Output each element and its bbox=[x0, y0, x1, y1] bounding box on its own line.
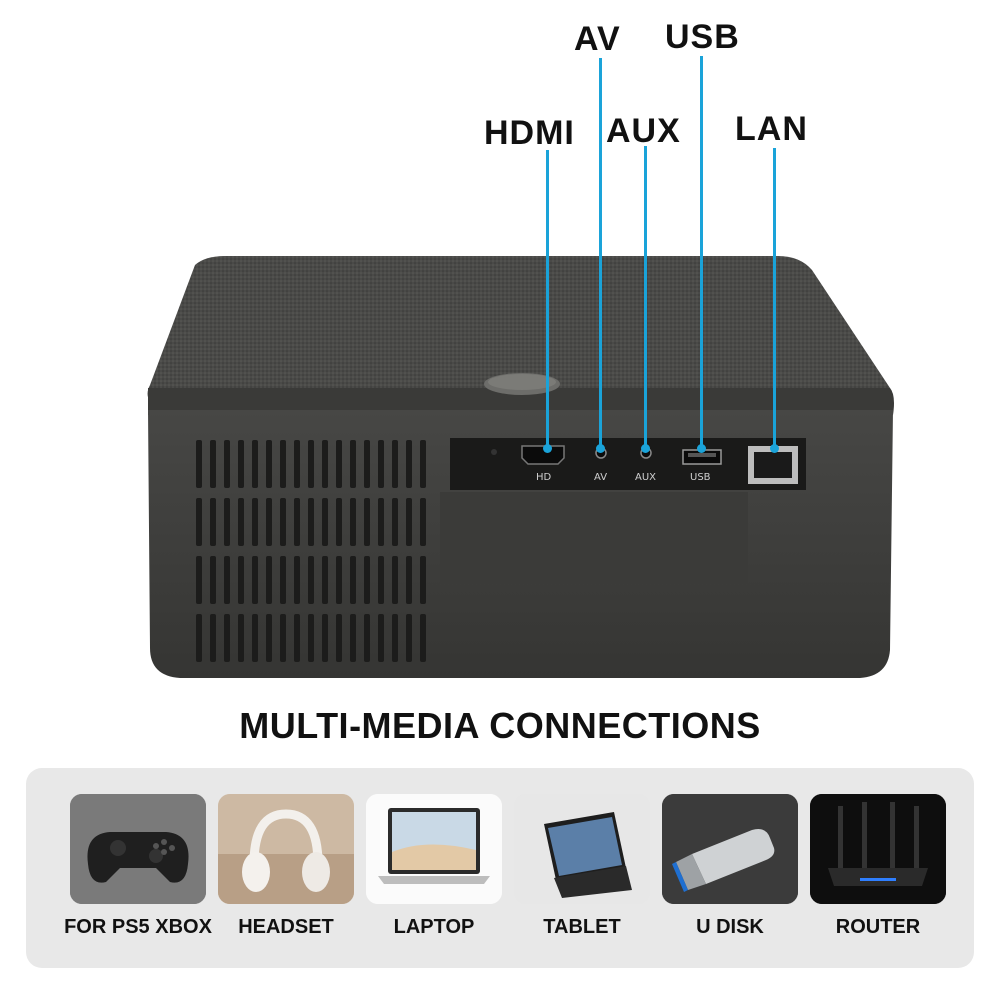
device-card-router: ROUTER bbox=[810, 794, 946, 964]
headset-icon bbox=[218, 794, 354, 904]
panel-label-av: AV bbox=[594, 472, 608, 483]
device-strip: FOR PS5 XBOX HEADSET LAPTOP bbox=[26, 768, 974, 968]
callout-aux: AUX bbox=[606, 112, 681, 150]
laptop-icon bbox=[366, 794, 502, 904]
device-card-laptop: LAPTOP bbox=[366, 794, 502, 964]
usb-drive-icon bbox=[662, 794, 798, 904]
callout-line-usb bbox=[697, 56, 706, 453]
device-label: FOR PS5 XBOX bbox=[64, 916, 212, 938]
router-icon bbox=[810, 794, 946, 904]
device-card-udisk: U DISK bbox=[662, 794, 798, 964]
device-card-gamepad: FOR PS5 XBOX bbox=[64, 794, 212, 964]
device-label: LAPTOP bbox=[393, 916, 475, 938]
callout-hdmi: HDMI bbox=[484, 114, 575, 152]
device-label: HEADSET bbox=[238, 916, 334, 938]
callout-line-av bbox=[596, 58, 605, 453]
callout-lan: LAN bbox=[735, 110, 808, 148]
callout-line-hdmi bbox=[543, 150, 552, 453]
panel-label-hd: HD bbox=[536, 472, 552, 483]
gamepad-icon bbox=[70, 794, 206, 904]
section-heading: MULTI-MEDIA CONNECTIONS bbox=[239, 705, 761, 746]
callout-av: AV bbox=[574, 20, 621, 58]
device-card-headset: HEADSET bbox=[218, 794, 354, 964]
device-label: U DISK bbox=[696, 916, 764, 938]
device-label: TABLET bbox=[543, 916, 621, 938]
callout-line-lan bbox=[770, 148, 779, 453]
callout-usb: USB bbox=[665, 18, 740, 56]
panel-label-usb: USB bbox=[690, 472, 711, 483]
device-card-tablet: TABLET bbox=[514, 794, 650, 964]
device-label: ROUTER bbox=[835, 916, 921, 938]
callout-line-aux bbox=[641, 146, 650, 453]
panel-label-aux: AUX bbox=[635, 472, 657, 483]
projector-image bbox=[147, 256, 894, 678]
tablet-icon bbox=[514, 794, 650, 904]
